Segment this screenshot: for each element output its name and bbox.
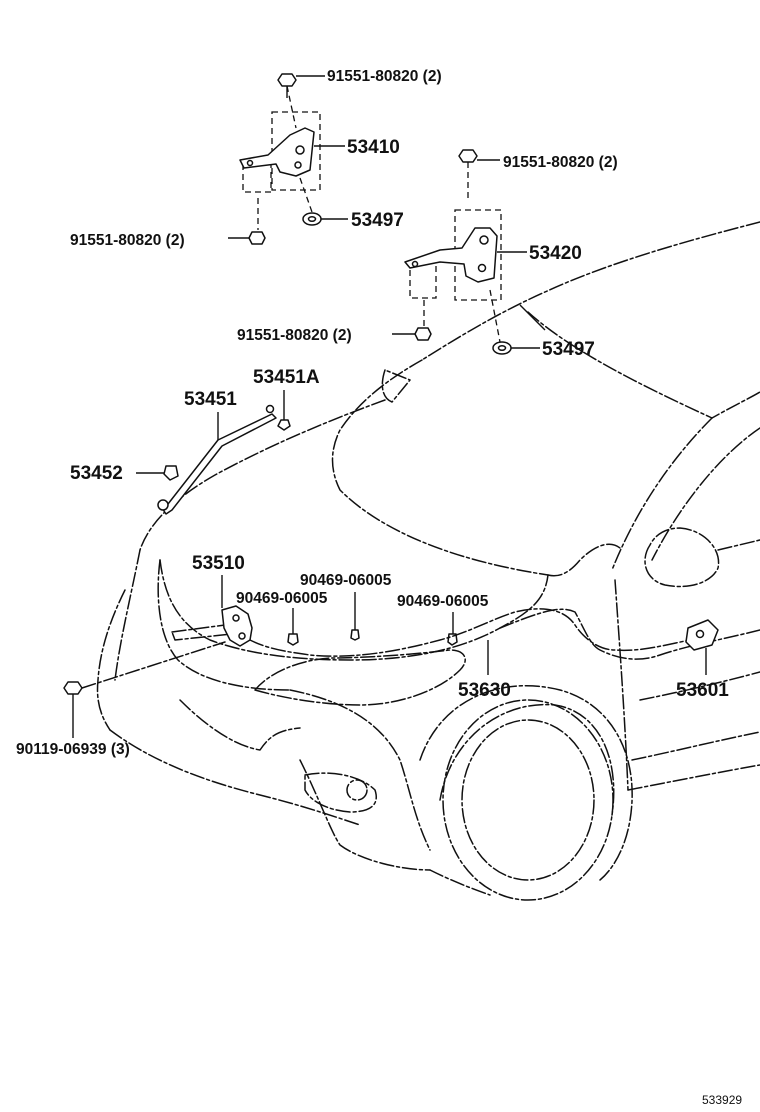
callout-clip-c: 90469-06005 bbox=[397, 593, 489, 610]
callout-bolt-lock: 90119-06939 (3) bbox=[16, 741, 130, 758]
clips bbox=[287, 592, 458, 646]
callout-support-rod: 53451 bbox=[184, 389, 237, 410]
callout-stay-grommet: 53451A bbox=[253, 367, 320, 388]
callout-bolt-hinge-side-l: 91551-80820 (2) bbox=[70, 232, 185, 249]
diagram-id: 533929 bbox=[702, 1093, 742, 1107]
callout-hinge-right: 53420 bbox=[529, 243, 582, 264]
hood-support-rod bbox=[136, 390, 291, 515]
callout-clip-b: 90469-06005 bbox=[236, 590, 328, 607]
callout-bolt-hinge-top-r: 91551-80820 (2) bbox=[503, 154, 618, 171]
release-lever-assembly bbox=[685, 619, 719, 675]
release-cable-assembly bbox=[249, 608, 691, 675]
hood-lock-assembly bbox=[63, 575, 253, 738]
callout-support-holder: 53452 bbox=[70, 463, 123, 484]
hinge-left-assembly bbox=[228, 73, 348, 245]
callout-hood-lock: 53510 bbox=[192, 553, 245, 574]
hinge-right-assembly bbox=[392, 149, 546, 355]
callout-cushion-left: 53497 bbox=[351, 210, 404, 231]
callout-cushion-right: 53497 bbox=[542, 339, 595, 360]
callout-release-lever: 53601 bbox=[676, 680, 729, 701]
callout-hinge-left: 53410 bbox=[347, 137, 400, 158]
callout-bolt-hinge-side-r: 91551-80820 (2) bbox=[237, 327, 352, 344]
callout-clip-a: 90469-06005 bbox=[300, 572, 392, 589]
callout-bolt-hinge-top-l: 91551-80820 (2) bbox=[327, 68, 442, 85]
callout-release-cable: 53630 bbox=[458, 680, 511, 701]
